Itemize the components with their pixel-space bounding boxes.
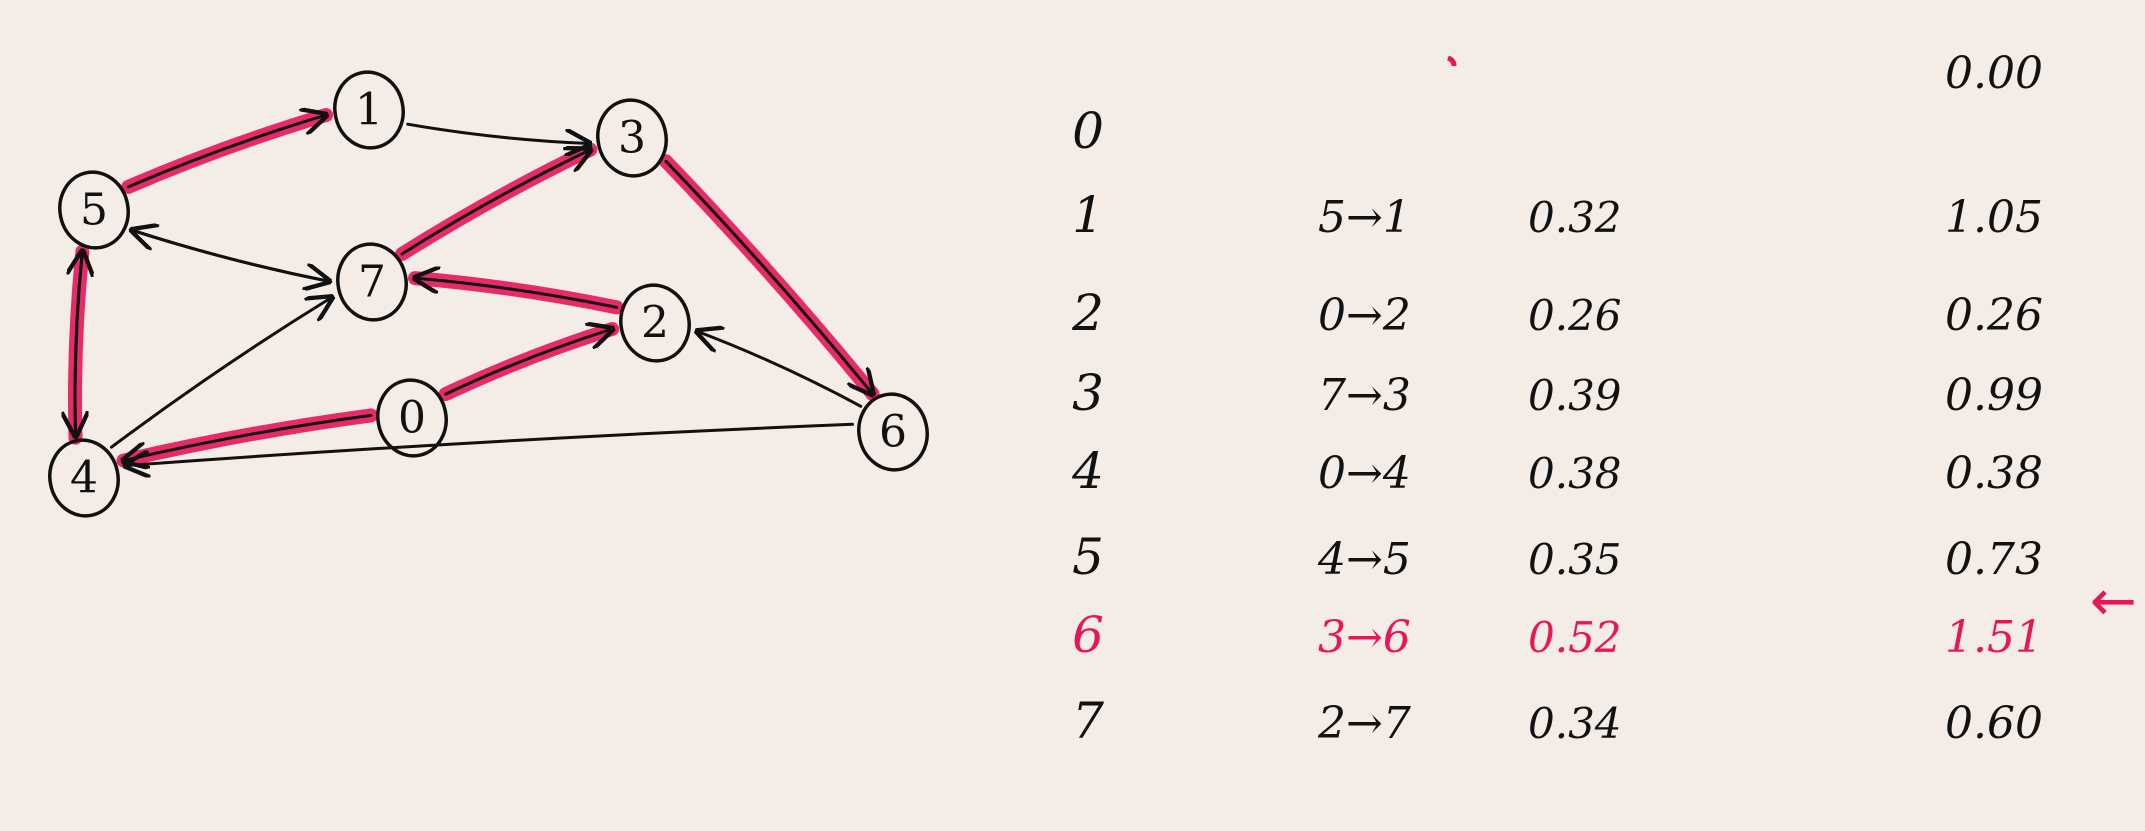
row-index: 6 [1072, 606, 1104, 664]
pointer-arrow: ← [2090, 569, 2137, 634]
row-index: 5 [1072, 528, 1104, 586]
row-weight: 0.26 [1528, 291, 1622, 340]
pointer-arrow-icon: ← [2090, 569, 2137, 634]
row-distance: 0.00 [1945, 48, 2043, 99]
row-weight: 0.52 [1528, 613, 1622, 662]
node-1: 1 [333, 70, 405, 150]
node-2: 2 [619, 283, 691, 363]
row-edge: 3→6 [1318, 612, 1411, 663]
edge-2-7 [415, 278, 619, 309]
node-circle [333, 70, 405, 150]
table-row: 4 0→4 0.38 0.38 [1071, 442, 2043, 500]
node-circle [857, 392, 929, 472]
node-0: 0 [376, 378, 448, 458]
table-row: 3 7→3 0.39 0.99 [1072, 364, 2043, 422]
row-distance: 0.38 [1945, 448, 2043, 499]
node-7: 7 [336, 242, 408, 322]
row-distance: 1.05 [1945, 192, 2043, 243]
edge-highlight-3-6 [659, 154, 880, 401]
edge-1-3 [406, 122, 590, 143]
row-edge: 0→2 [1318, 290, 1411, 341]
row-index: 1 [1072, 186, 1104, 244]
edge-6-4 [125, 422, 854, 465]
node-circle [619, 283, 691, 363]
edges-layer [75, 115, 873, 466]
node-6: 6 [857, 392, 929, 472]
edge-5-7 [128, 228, 329, 282]
row-index: 3 [1072, 364, 1104, 422]
edge-highlight-5-1 [121, 108, 334, 194]
node-label: 4 [70, 453, 98, 504]
edge-5-4 [75, 248, 82, 436]
node-label: 0 [398, 393, 426, 444]
node-circle [58, 170, 130, 250]
edge-highlight-7-3 [395, 142, 598, 261]
row-index: 7 [1072, 692, 1104, 750]
node-circle [376, 378, 448, 458]
row-weight: 0.38 [1528, 449, 1622, 498]
nodes-layer: 0 1 2 3 4 5 6 7 [48, 70, 929, 518]
row-distance: 0.26 [1945, 290, 2043, 341]
row-distance: 0.99 [1945, 370, 2043, 421]
table-row: 2 0→2 0.26 0.26 [1071, 284, 2043, 342]
node-label: 2 [641, 298, 669, 349]
edge-highlight-0-2 [438, 322, 620, 402]
edge-highlight-2-7 [408, 271, 624, 315]
table-row: 7 2→7 0.34 0.60 [1072, 692, 2043, 750]
table-row: 00.00 [1072, 48, 2043, 160]
row-weight: 0.32 [1528, 193, 1622, 242]
row-distance: 1.51 [1945, 612, 2043, 663]
node-label: 1 [355, 85, 383, 136]
node-circle [596, 98, 668, 178]
node-label: 5 [80, 185, 108, 236]
row-edge: 4→5 [1317, 534, 1411, 585]
row-distance: 0.60 [1945, 698, 2043, 749]
row-edge: 5→1 [1318, 192, 1411, 243]
table-row: 1 5→1 0.32 1.05 [1072, 186, 2043, 244]
row-edge: 7→3 [1318, 370, 1411, 421]
edge-0-2 [444, 329, 613, 396]
edge-3-6 [664, 159, 873, 394]
row-weight: 0.35 [1528, 535, 1622, 584]
row-edge: 0→4 [1318, 448, 1411, 499]
table-row: 5 4→5 0.35 0.73 [1072, 528, 2043, 586]
stray-red-mark [1447, 55, 1457, 67]
row-weight: 0.34 [1528, 699, 1622, 748]
edge-4-7 [109, 297, 331, 449]
highlighted-edges-layer [67, 108, 880, 468]
row-index: 2 [1071, 284, 1104, 342]
edge-6-2 [697, 331, 863, 408]
edge-0-4 [124, 413, 373, 460]
row-index: 4 [1071, 442, 1104, 500]
row-edge: 2→7 [1317, 698, 1411, 749]
node-4: 4 [48, 438, 120, 518]
node-circle [48, 438, 120, 518]
edge-highlight-0-4 [116, 408, 378, 468]
node-label: 6 [879, 407, 907, 458]
row-index: 0 [1072, 102, 1104, 160]
node-label: 3 [618, 113, 646, 164]
node-5: 5 [58, 170, 130, 250]
row-distance: 0.73 [1945, 534, 2043, 585]
node-label: 7 [358, 257, 386, 308]
node-3: 3 [596, 98, 668, 178]
row-weight: 0.39 [1528, 371, 1622, 420]
edge-7-3 [400, 150, 590, 256]
edge-5-1 [126, 115, 326, 189]
table-row: 6 3→6 0.52 1.51 [1072, 606, 2043, 664]
node-circle [336, 242, 408, 322]
